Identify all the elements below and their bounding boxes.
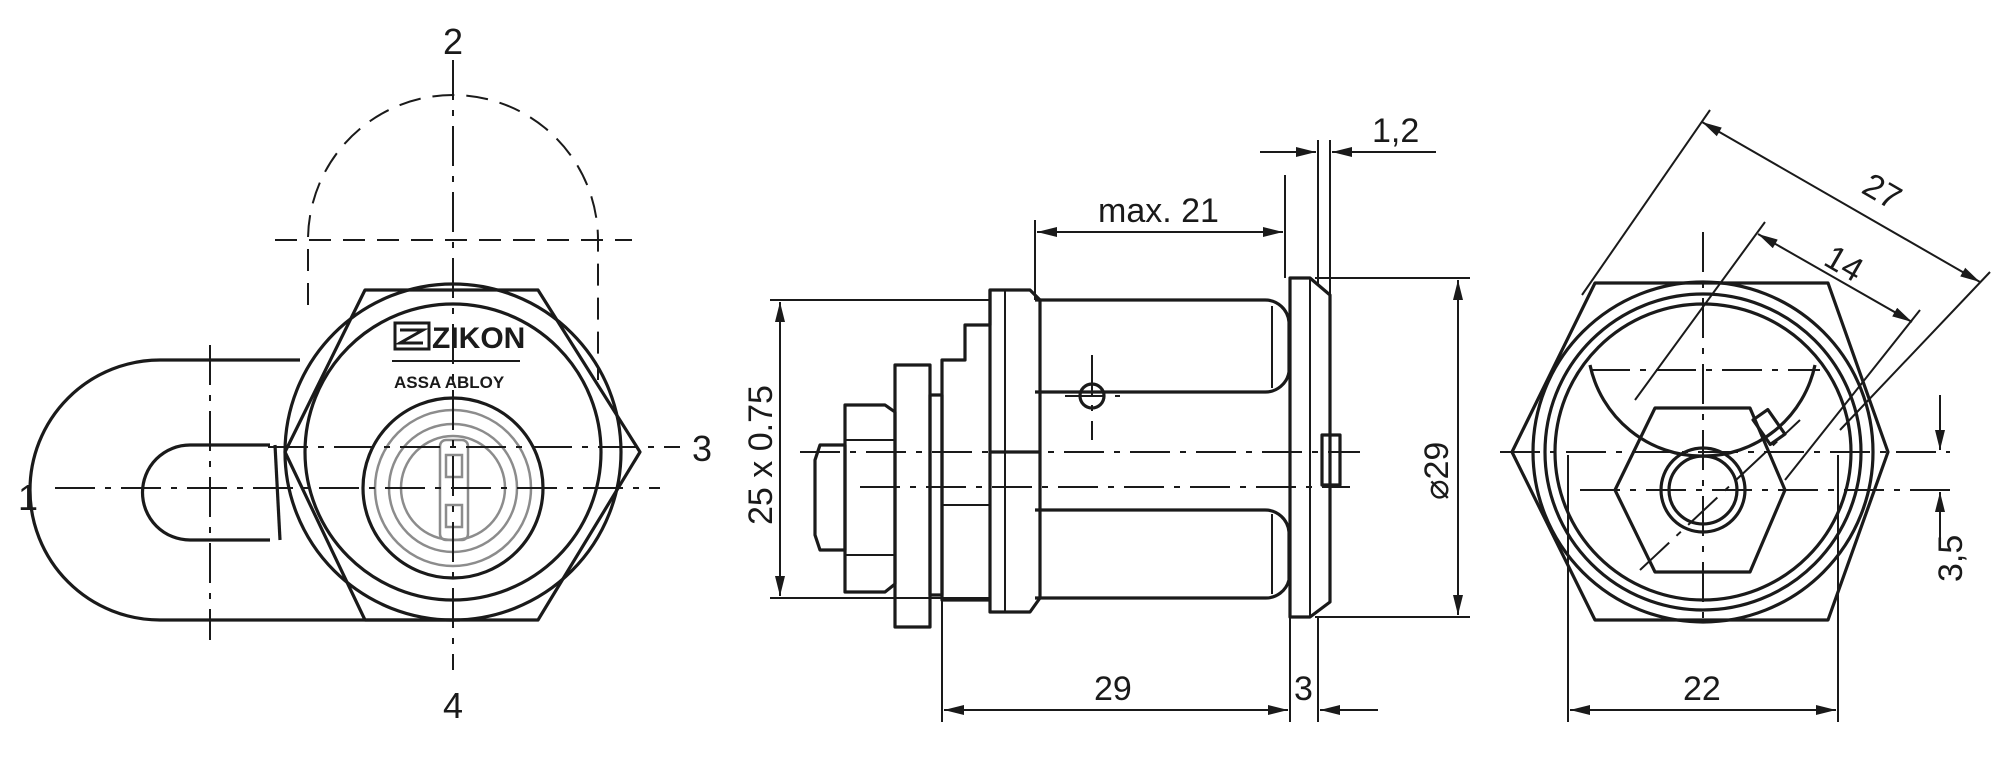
- dim-collar-label: 3: [1294, 670, 1313, 708]
- position-label-1: 1: [18, 477, 38, 518]
- dim-max-label: max. 21: [1098, 192, 1219, 230]
- front-cap: [1320, 433, 1342, 487]
- front-view: ZIKON ASSA ABLOY 1 2 3 4: [18, 21, 712, 726]
- dim-27-label: 27: [1856, 166, 1908, 218]
- cam-washer-inner: [928, 393, 944, 597]
- body-upper: [1035, 298, 1291, 394]
- cam-slot-right: [273, 444, 282, 541]
- dim-body-label: 29: [1094, 670, 1132, 708]
- dim-thread-label: 25 x 0.75: [742, 385, 780, 525]
- screw-tip: [813, 443, 847, 552]
- rear-tab: [1751, 407, 1787, 447]
- position-label-2: 2: [443, 21, 463, 62]
- screw-nut: [843, 403, 897, 594]
- rear-centerline-diag: [1639, 419, 1801, 571]
- dim-14-line: [1757, 233, 1913, 323]
- brand-logo-z-icon: [394, 328, 429, 345]
- position-label-4: 4: [443, 685, 463, 726]
- cam-washer: [893, 363, 932, 629]
- brand-logo-text: ZIKON: [432, 322, 525, 355]
- dim-27-ext-2: [1839, 271, 1991, 431]
- brand-subtitle: ASSA ABLOY: [394, 373, 505, 392]
- dim-14-ext-2: [1784, 309, 1921, 481]
- hex-nut-side: [988, 288, 1042, 614]
- rear-view: 27 14 3,5 22: [1500, 109, 1991, 722]
- dim-dia-label: ⌀29: [1418, 442, 1456, 500]
- dim-27-ext-1: [1581, 109, 1711, 296]
- front-flange-bevel: [1289, 278, 1311, 617]
- brand-logo-icon: [393, 321, 431, 351]
- cam-slot: [140, 443, 270, 542]
- dim-flange-label: 1,2: [1372, 112, 1419, 150]
- dim-14-ext-1: [1634, 221, 1766, 401]
- stepped-washer: [940, 290, 992, 602]
- dim-35-label: 3,5: [1932, 535, 1970, 582]
- dim-22-label: 22: [1683, 670, 1721, 708]
- side-view: 25 x 0.75 max. 21 1,2 ⌀29 29 3: [742, 112, 1470, 722]
- dim-27-line: [1701, 121, 1981, 283]
- cam-arm: [28, 358, 460, 622]
- position-label-3: 3: [692, 428, 712, 469]
- body-lower: [1035, 508, 1291, 600]
